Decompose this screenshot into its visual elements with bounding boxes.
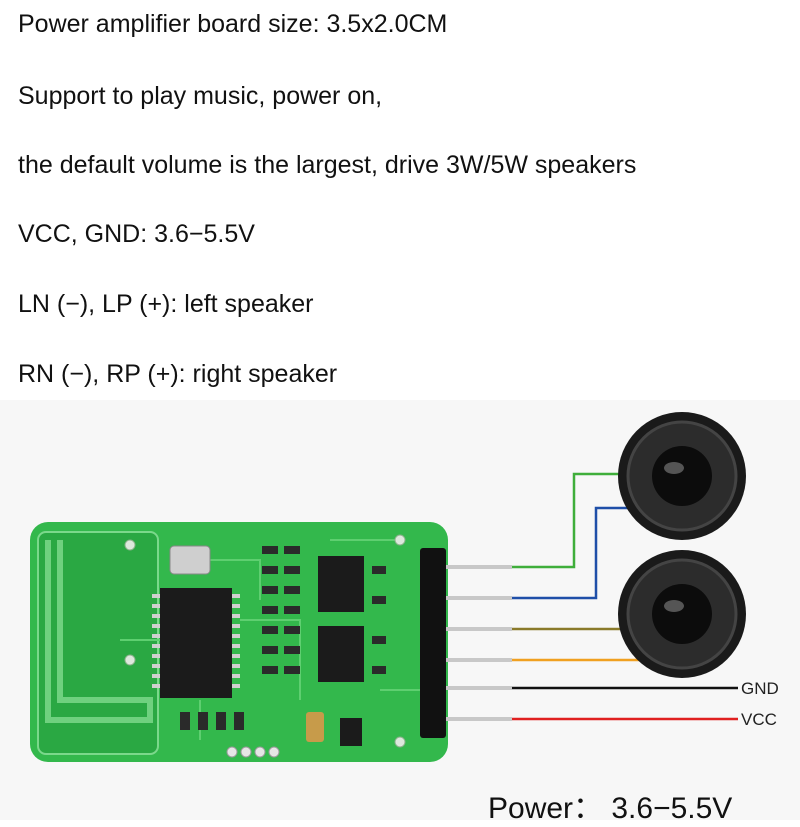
capacitor [306, 712, 324, 742]
text-line-default-volume: the default volume is the largest, drive… [18, 151, 637, 179]
test-pads [226, 746, 280, 758]
speaker-left [618, 412, 746, 540]
regulator-chip [340, 718, 362, 746]
smd-components [180, 546, 386, 730]
chip-pins-right [232, 594, 240, 688]
power-caption: Power： 3.6−5.5V [488, 792, 733, 825]
pcb-board [30, 522, 448, 762]
gnd-label: GND [741, 679, 779, 698]
vcc-label: VCC [741, 710, 777, 729]
speaker-wires [512, 472, 738, 721]
crystal-oscillator [169, 545, 211, 575]
text-line-play-music: Support to play music, power on, [18, 82, 383, 110]
speaker-right [618, 550, 746, 678]
antenna-trace [45, 540, 153, 723]
text-line-vcc-gnd: VCC, GND: 3.6−5.5V [18, 220, 255, 248]
bluetooth-chip [160, 588, 232, 698]
chip-pins-left [152, 594, 160, 688]
amplifier-chip-2 [318, 626, 364, 682]
amplifier-chip-1 [318, 556, 364, 612]
wire-green [512, 472, 640, 569]
text-line-board-size: Power amplifier board size: 3.5x2.0CM [18, 10, 448, 38]
text-line-right-speaker: RN (−), RP (+): right speaker [18, 360, 338, 388]
pin-header [420, 548, 446, 738]
mounting-holes [124, 534, 406, 748]
pin-legs [446, 565, 512, 721]
wire-blue [512, 506, 640, 600]
text-line-left-speaker: LN (−), LP (+): left speaker [18, 290, 314, 318]
